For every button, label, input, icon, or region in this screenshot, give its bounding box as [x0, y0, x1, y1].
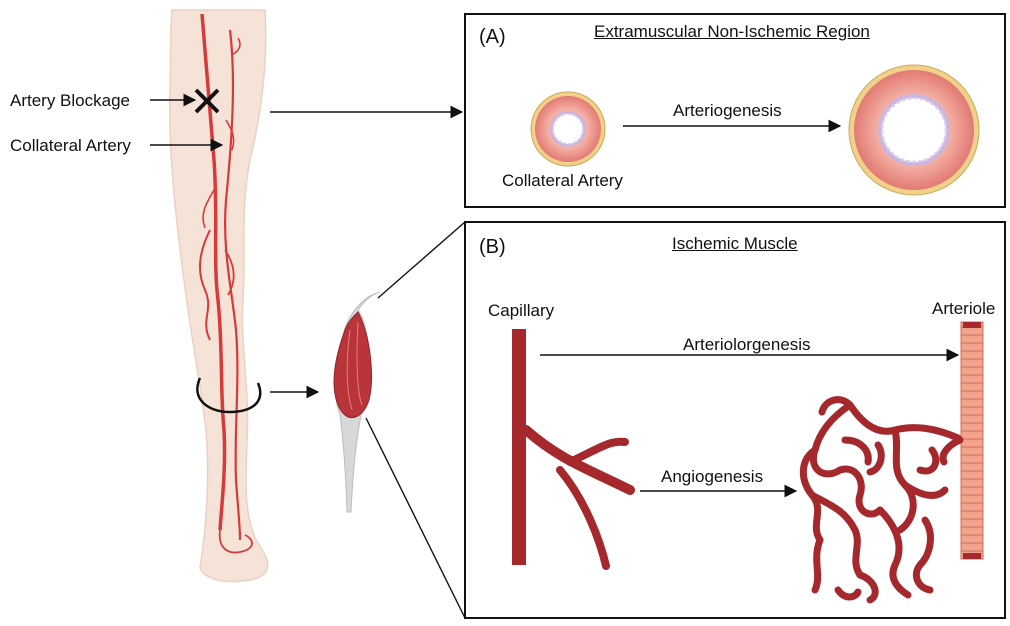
arteriolorgenesis-label: Arteriolorgenesis [683, 336, 811, 353]
capillary-vessel [512, 329, 630, 566]
angiogenesis-label: Angiogenesis [661, 468, 763, 485]
arteriole-label: Arteriole [932, 300, 995, 317]
arteriole-vessel [961, 322, 983, 559]
collateral-artery-label: Collateral Artery [10, 137, 131, 154]
muscle-illustration [334, 292, 380, 512]
arteriogenesis-label: Arteriogenesis [673, 102, 782, 119]
small-collateral-vessel [531, 92, 605, 166]
panel-b-title: Ischemic Muscle [672, 234, 798, 254]
panel-a-title: Extramuscular Non-Ischemic Region [594, 22, 870, 42]
capillary-label: Capillary [488, 302, 554, 319]
large-collateral-vessel [849, 65, 979, 195]
panel-a-tag: (A) [479, 26, 506, 49]
panel-a-collateral-label: Collateral Artery [502, 172, 623, 189]
leg-illustration [170, 10, 268, 582]
artery-blockage-label: Artery Blockage [10, 92, 130, 109]
angiogenic-network [803, 400, 960, 600]
panel-b-tag: (B) [479, 236, 506, 259]
zoom-line-bottom [366, 418, 465, 618]
zoom-line-top [378, 222, 465, 298]
